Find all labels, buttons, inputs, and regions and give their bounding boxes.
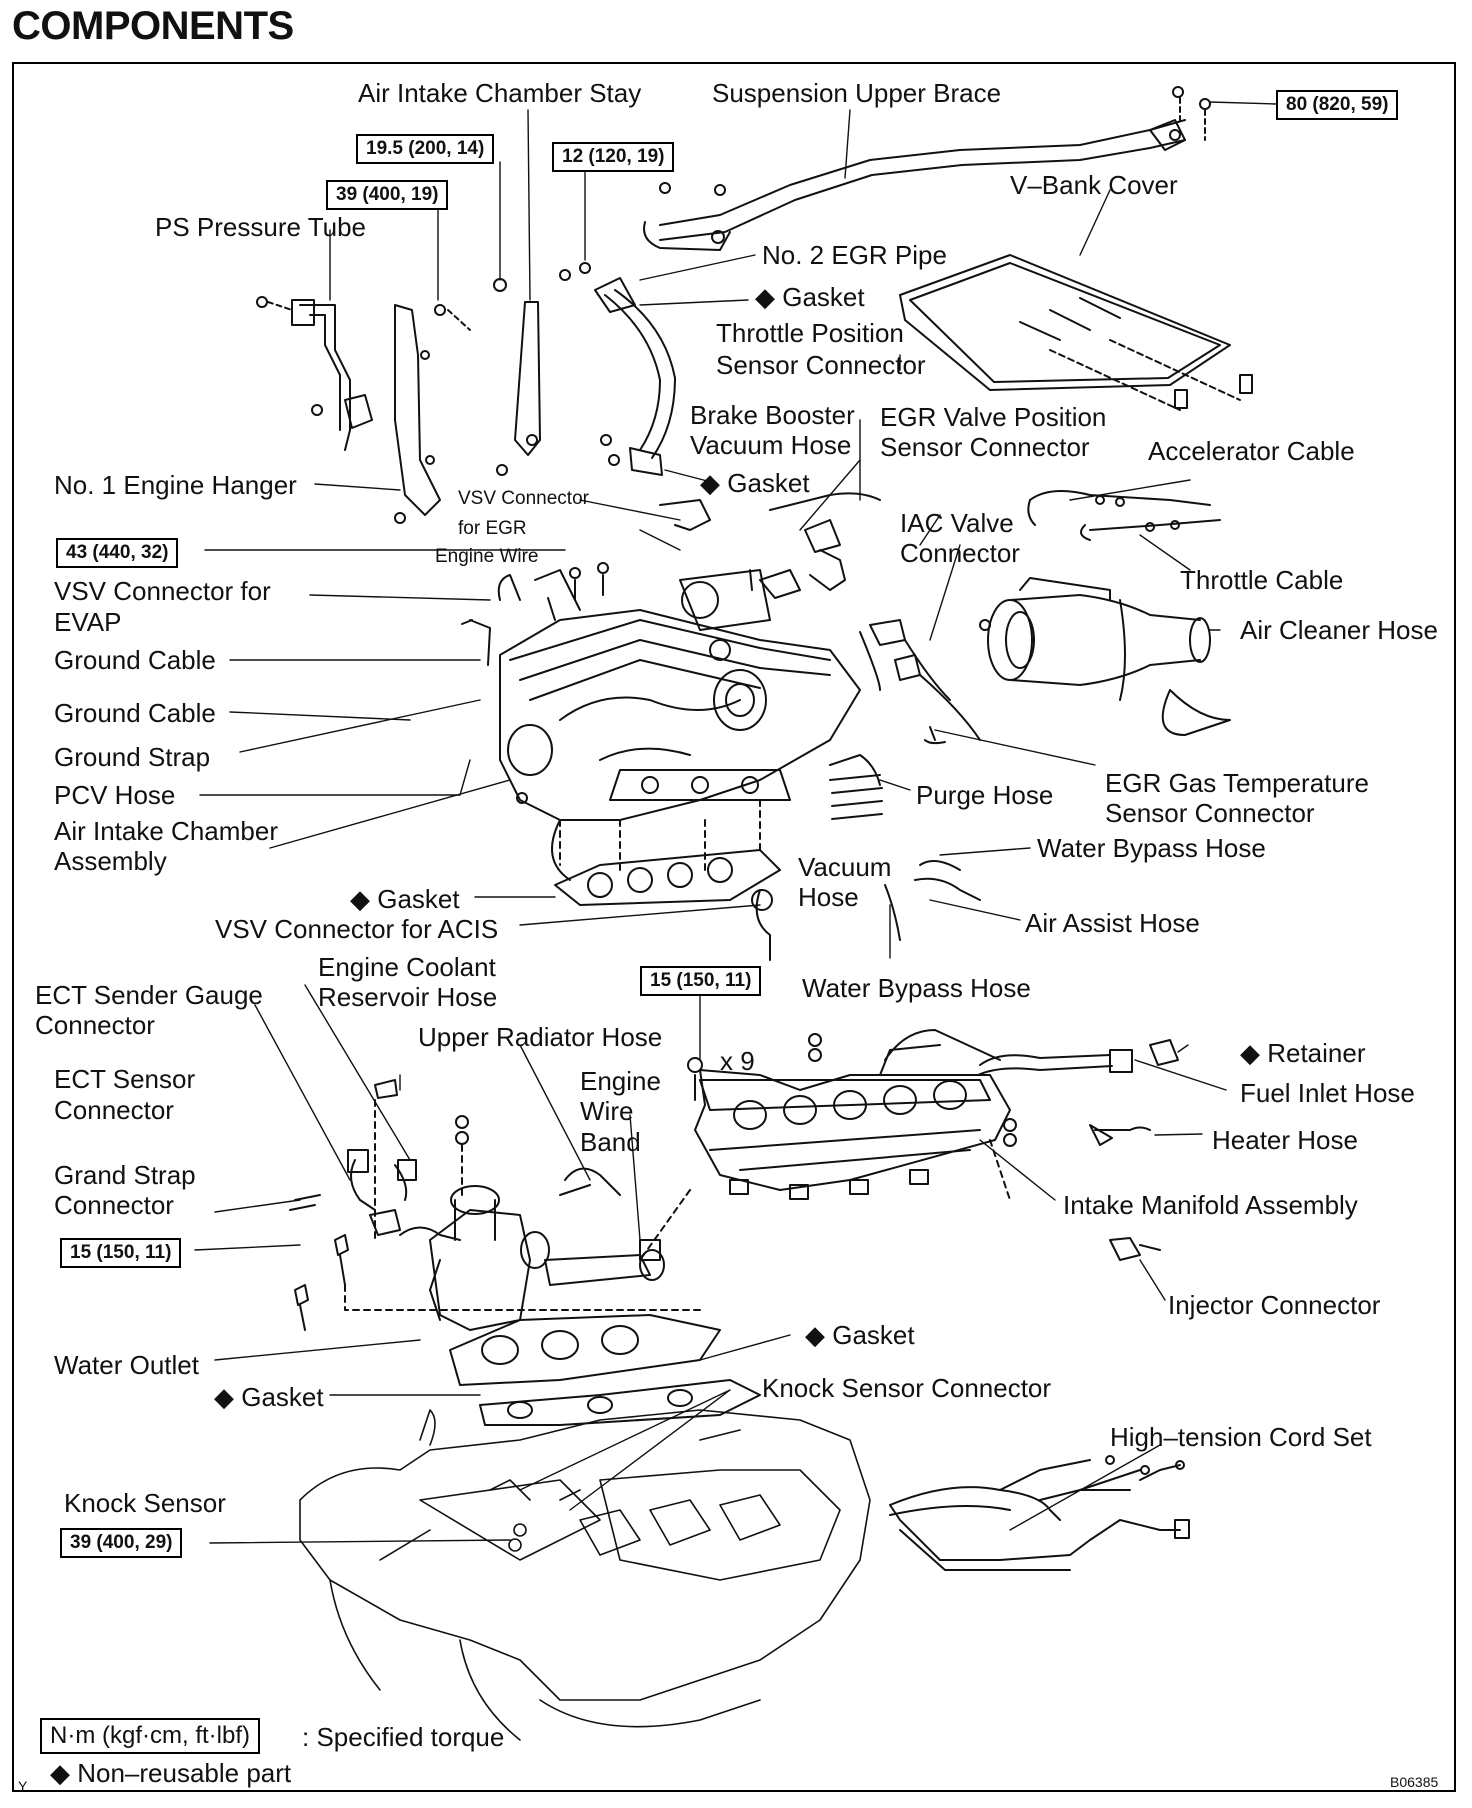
label-water-bypass-hose-1: Water Bypass Hose <box>1037 833 1266 863</box>
label-grand-strap-line2: Connector <box>54 1190 174 1220</box>
label-air-assist-hose: Air Assist Hose <box>1025 908 1200 938</box>
label-ect-sender-line2: Connector <box>35 1010 155 1040</box>
torque-box-stay-bolt: 19.5 (200, 14) <box>356 134 495 164</box>
engine-block-part <box>299 1409 871 1741</box>
label-engine-wire: Engine Wire <box>435 546 539 567</box>
label-iac-valve-line1: IAC Valve <box>900 508 1014 538</box>
label-suspension-upper-brace: Suspension Upper Brace <box>712 78 1002 108</box>
label-gasket-egr-lower: ◆ Gasket <box>700 468 810 498</box>
small-parts-right-part <box>1089 1039 1179 1261</box>
label-ps-pressure-tube: PS Pressure Tube <box>155 212 366 242</box>
label-gasket-egr-pipe: ◆ Gasket <box>755 282 865 312</box>
legend-torque-description: : Specified torque <box>302 1722 505 1752</box>
label-vsv-evap-line2: EVAP <box>54 607 122 637</box>
label-ect-sender-line1: ECT Sender Gauge <box>35 980 263 1010</box>
label-fuel-inlet-hose: Fuel Inlet Hose <box>1240 1078 1415 1108</box>
cables-part <box>1027 490 1221 541</box>
label-gasket-outlet: ◆ Gasket <box>214 1382 324 1412</box>
label-brake-booster-line1: Brake Booster <box>690 400 855 430</box>
torque-box-water-outlet: 15 (150, 11) <box>60 1238 182 1268</box>
label-ect-sensor-line2: Connector <box>54 1095 174 1125</box>
label-accelerator-cable: Accelerator Cable <box>1148 436 1355 466</box>
label-ground-cable-2: Ground Cable <box>54 698 216 728</box>
air-intake-chamber-stay-part <box>493 278 541 476</box>
label-no2-egr-pipe: No. 2 EGR Pipe <box>762 240 947 270</box>
label-ground-cable-1: Ground Cable <box>54 645 216 675</box>
label-v-bank-cover: V–Bank Cover <box>1010 170 1178 200</box>
no2-egr-pipe-part <box>559 262 676 476</box>
label-vsv-evap-line1: VSV Connector for <box>54 576 271 606</box>
label-egr-gas-temp-line1: EGR Gas Temperature <box>1105 768 1369 798</box>
diagram-frame <box>12 62 1456 1792</box>
torque-box-hanger: 39 (400, 19) <box>326 180 449 210</box>
label-pcv-hose: PCV Hose <box>54 780 176 810</box>
label-gasket-chamber: ◆ Gasket <box>350 884 460 914</box>
lower-gaskets-part <box>449 1314 761 1426</box>
label-knock-sensor-connector: Knock Sensor Connector <box>762 1373 1052 1403</box>
label-no1-engine-hanger: No. 1 Engine Hanger <box>54 470 297 500</box>
label-upper-radiator-hose: Upper Radiator Hose <box>418 1022 663 1052</box>
label-throttle-cable: Throttle Cable <box>1180 565 1344 595</box>
torque-box-manifold: 15 (150, 11) <box>640 966 762 996</box>
label-wire-band-line3: Band <box>580 1127 641 1157</box>
label-air-cleaner-hose: Air Cleaner Hose <box>1240 615 1438 645</box>
label-intake-manifold: Intake Manifold Assembly <box>1063 1190 1358 1220</box>
label-egr-valve-position-line1: EGR Valve Position <box>880 402 1107 432</box>
leader-lines <box>194 101 1277 1544</box>
label-heater-hose: Heater Hose <box>1212 1125 1358 1155</box>
label-ect-sensor-line1: ECT Sensor <box>54 1064 196 1094</box>
label-vsv-egr-line1: VSV Connector <box>458 488 589 509</box>
high-tension-cord-part <box>889 1455 1190 1571</box>
label-iac-valve-line2: Connector <box>900 538 1020 568</box>
label-vsv-acis: VSV Connector for ACIS <box>215 914 499 944</box>
torque-box-egr-pipe: 12 (120, 19) <box>552 142 675 172</box>
label-egr-valve-position-line2: Sensor Connector <box>880 432 1090 462</box>
label-air-intake-chamber-line2: Assembly <box>54 846 167 876</box>
chamber-gasket-part <box>554 849 781 906</box>
page-title: COMPONENTS <box>12 4 294 48</box>
legend-nonreusable: ◆ Non–reusable part <box>50 1758 292 1788</box>
label-injector-connector: Injector Connector <box>1168 1290 1381 1320</box>
water-outlet-part <box>369 1185 665 1331</box>
label-vacuum-hose-line1: Vacuum <box>798 852 892 882</box>
label-retainer: ◆ Retainer <box>1240 1038 1366 1068</box>
label-knock-sensor: Knock Sensor <box>64 1488 226 1518</box>
corner-mark: Y <box>18 1778 28 1794</box>
no1-engine-hanger-part <box>394 304 471 524</box>
label-egr-gas-temp-line2: Sensor Connector <box>1105 798 1315 828</box>
label-water-outlet: Water Outlet <box>54 1350 199 1380</box>
label-wire-band-line1: Engine <box>580 1066 661 1096</box>
label-vsv-egr-line2: for EGR <box>458 518 527 539</box>
label-vacuum-hose-line2: Hose <box>798 882 859 912</box>
label-throttle-position-line2: Sensor Connector <box>716 350 926 380</box>
ps-pressure-tube-part <box>256 296 373 451</box>
label-purge-hose: Purge Hose <box>916 780 1054 810</box>
suspension-upper-brace-part <box>643 86 1211 251</box>
intake-manifold-part <box>639 1029 1133 1261</box>
torque-box-brace: 80 (820, 59) <box>1276 90 1399 120</box>
label-water-bypass-hose-2: Water Bypass Hose <box>802 973 1031 1003</box>
label-brake-booster-line2: Vacuum Hose <box>690 430 852 460</box>
label-wire-band-line2: Wire <box>580 1096 634 1126</box>
label-grand-strap-line1: Grand Strap <box>54 1160 196 1190</box>
air-intake-chamber-part <box>461 562 861 881</box>
v-bank-cover-part <box>899 254 1253 411</box>
bolts-lower-left-part <box>289 1079 661 1331</box>
torque-box-knock-sensor: 39 (400, 29) <box>60 1528 183 1558</box>
vacuum-hoses-part <box>829 754 981 941</box>
figure-id: B06385 <box>1390 1774 1439 1790</box>
torque-box-chamber: 43 (440, 32) <box>56 538 179 568</box>
label-throttle-position-line1: Throttle Position <box>716 318 904 348</box>
label-air-intake-chamber-line1: Air Intake Chamber <box>54 816 278 846</box>
label-bolt-count: x 9 <box>720 1046 755 1076</box>
label-high-tension-cord-set: High–tension Cord Set <box>1110 1422 1372 1452</box>
label-coolant-reservoir-line1: Engine Coolant <box>318 952 496 982</box>
label-air-intake-chamber-stay: Air Intake Chamber Stay <box>358 78 642 108</box>
air-cleaner-hose-part <box>979 577 1231 736</box>
label-gasket-manifold: ◆ Gasket <box>805 1320 915 1350</box>
label-coolant-reservoir-line2: Reservoir Hose <box>318 982 498 1012</box>
label-ground-strap: Ground Strap <box>54 742 211 772</box>
legend-torque-unit: N·m (kgf·cm, ft·lbf) <box>40 1718 260 1754</box>
